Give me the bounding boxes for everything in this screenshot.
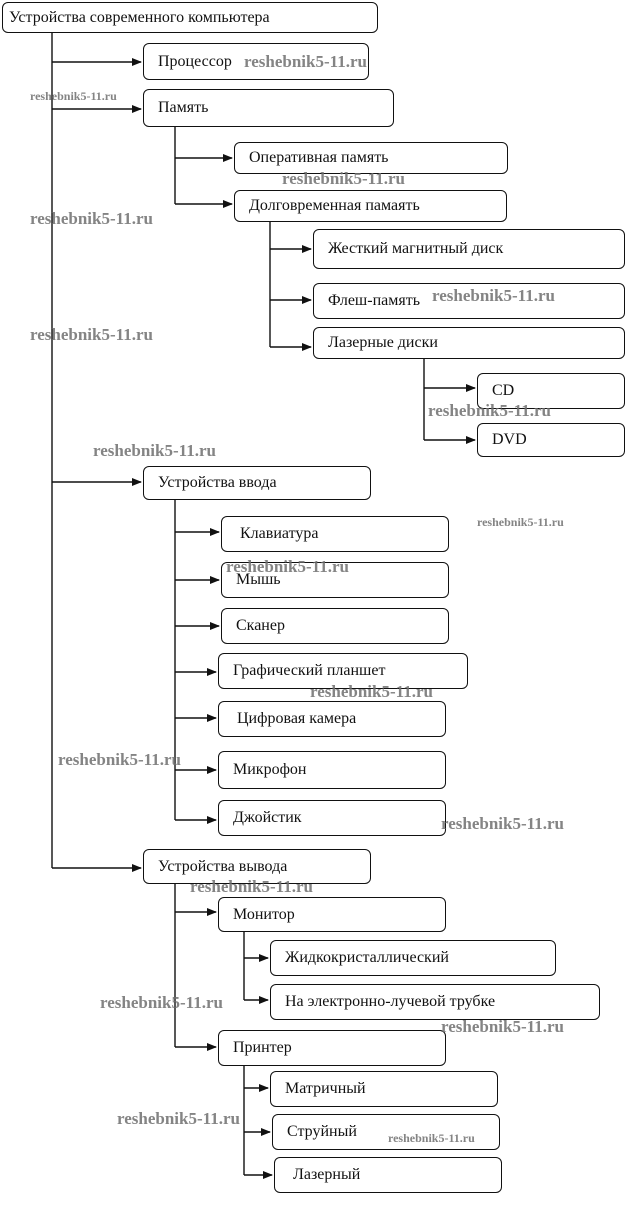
watermark: reshebnik5-11.ru (30, 209, 153, 228)
input-item-joystick: Джойстик (218, 800, 446, 836)
watermark: reshebnik5-11.ru (441, 814, 564, 833)
watermark: reshebnik5-11.ru (477, 515, 564, 529)
monitor-item-lcd: Жидкокристаллический (270, 940, 556, 976)
storage-node: Долговременная памаять (234, 190, 507, 222)
input-item-microphone: Микрофон (218, 751, 446, 789)
input-item-scanner: Сканер (221, 608, 449, 644)
watermark: reshebnik5-11.ru (100, 993, 223, 1012)
watermark: reshebnik5-11.ru (93, 441, 216, 460)
watermark: reshebnik5-11.ru (30, 89, 117, 103)
watermark: reshebnik5-11.ru (432, 286, 555, 305)
cd-node: CD (477, 373, 625, 409)
printer-item-dotmatrix: Матричный (270, 1071, 498, 1107)
input-item-mouse: Мышь (221, 562, 449, 598)
watermark: reshebnik5-11.ru (244, 52, 367, 71)
input-devices-node: Устройства ввода (143, 466, 371, 500)
watermark: reshebnik5-11.ru (58, 750, 181, 769)
flash-node: Флеш-память (313, 283, 625, 319)
monitor-node: Монитор (218, 897, 446, 932)
watermark: reshebnik5-11.ru (441, 1017, 564, 1036)
watermark: reshebnik5-11.ru (190, 877, 313, 896)
watermark: reshebnik5-11.ru (282, 169, 405, 188)
watermark: reshebnik5-11.ru (388, 1131, 475, 1145)
input-item-tablet: Графический планшет (218, 653, 468, 689)
watermark: reshebnik5-11.ru (310, 682, 433, 701)
printer-node: Принтер (218, 1030, 446, 1066)
processor-node: Процессор (143, 43, 369, 80)
watermark: reshebnik5-11.ru (226, 557, 349, 576)
input-item-keyboard: Клавиатура (221, 516, 449, 552)
optical-node: Лазерные диски (313, 327, 625, 359)
ram-node: Оперативная память (234, 142, 508, 174)
watermark: reshebnik5-11.ru (117, 1109, 240, 1128)
hdd-node: Жесткий магнитный диск (313, 229, 625, 269)
memory-node: Память (143, 89, 394, 127)
dvd-node: DVD (477, 423, 625, 457)
printer-item-inkjet: Струйный (272, 1114, 500, 1150)
input-item-camera: Цифровая камера (218, 701, 446, 737)
monitor-item-crt: На электронно-лучевой трубке (270, 984, 600, 1020)
root-node: Устройства современного компьютера (2, 2, 378, 33)
printer-item-laser: Лазерный (274, 1157, 502, 1193)
watermark: reshebnik5-11.ru (30, 325, 153, 344)
output-devices-node: Устройства вывода (143, 849, 371, 884)
watermark: reshebnik5-11.ru (428, 401, 551, 420)
